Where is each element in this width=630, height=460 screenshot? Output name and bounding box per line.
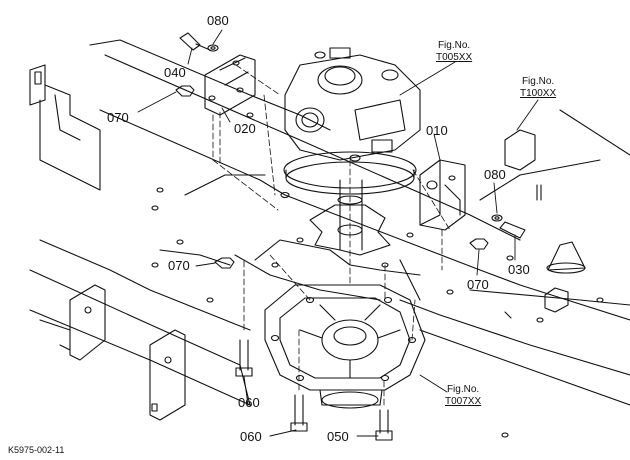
gearbox-assembly [283, 47, 421, 251]
bolt-050 [375, 409, 393, 441]
part-label-010: 010 [426, 123, 448, 138]
fig-ref-number: T100XX [520, 87, 557, 99]
fig-ref-title: Fig.No. [446, 384, 480, 395]
part-label-080-top: 080 [207, 13, 229, 28]
part-label-050: 050 [327, 429, 349, 444]
part-label-080-right: 080 [484, 167, 506, 182]
bolt-040 [179, 32, 211, 51]
part-label-070-center: 070 [168, 258, 190, 273]
nut-070 [175, 85, 489, 269]
drawing-code: K5975-002-11 [8, 445, 65, 455]
fig-ref-title: Fig.No. [521, 76, 555, 87]
bracket-020 [204, 54, 256, 116]
leader-lines [137, 29, 539, 437]
cone-part [546, 241, 586, 274]
fig-ref-t007xx: Fig.No. T007XX [445, 384, 481, 407]
part-label-040: 040 [164, 65, 186, 80]
fig-ref-title: Fig.No. [437, 40, 471, 51]
clip-part [504, 129, 569, 313]
left-upper-bracket [29, 64, 101, 191]
part-label-070-left: 070 [107, 110, 129, 125]
part-label-030: 030 [508, 262, 530, 277]
bracket-010 [419, 159, 466, 231]
part-label-020: 020 [234, 121, 256, 136]
bolt-030 [499, 221, 526, 239]
small-pin [504, 184, 542, 319]
fig-ref-number: T007XX [445, 395, 482, 407]
fig-ref-t005xx: Fig.No. T005XX [436, 40, 472, 63]
part-label-070-right: 070 [467, 277, 489, 292]
left-lower-bracket [39, 284, 186, 421]
part-label-060-lower: 060 [240, 429, 262, 444]
spacer-plate [309, 204, 391, 256]
fig-ref-number: T005XX [436, 51, 473, 63]
blade-holder-plate [264, 284, 426, 409]
assembly-center-lines [212, 64, 451, 406]
part-label-060-upper: 060 [238, 395, 260, 410]
fig-ref-t100xx: Fig.No. T100XX [520, 76, 556, 99]
washer-080 [207, 44, 503, 222]
bolt-060 [235, 339, 308, 432]
